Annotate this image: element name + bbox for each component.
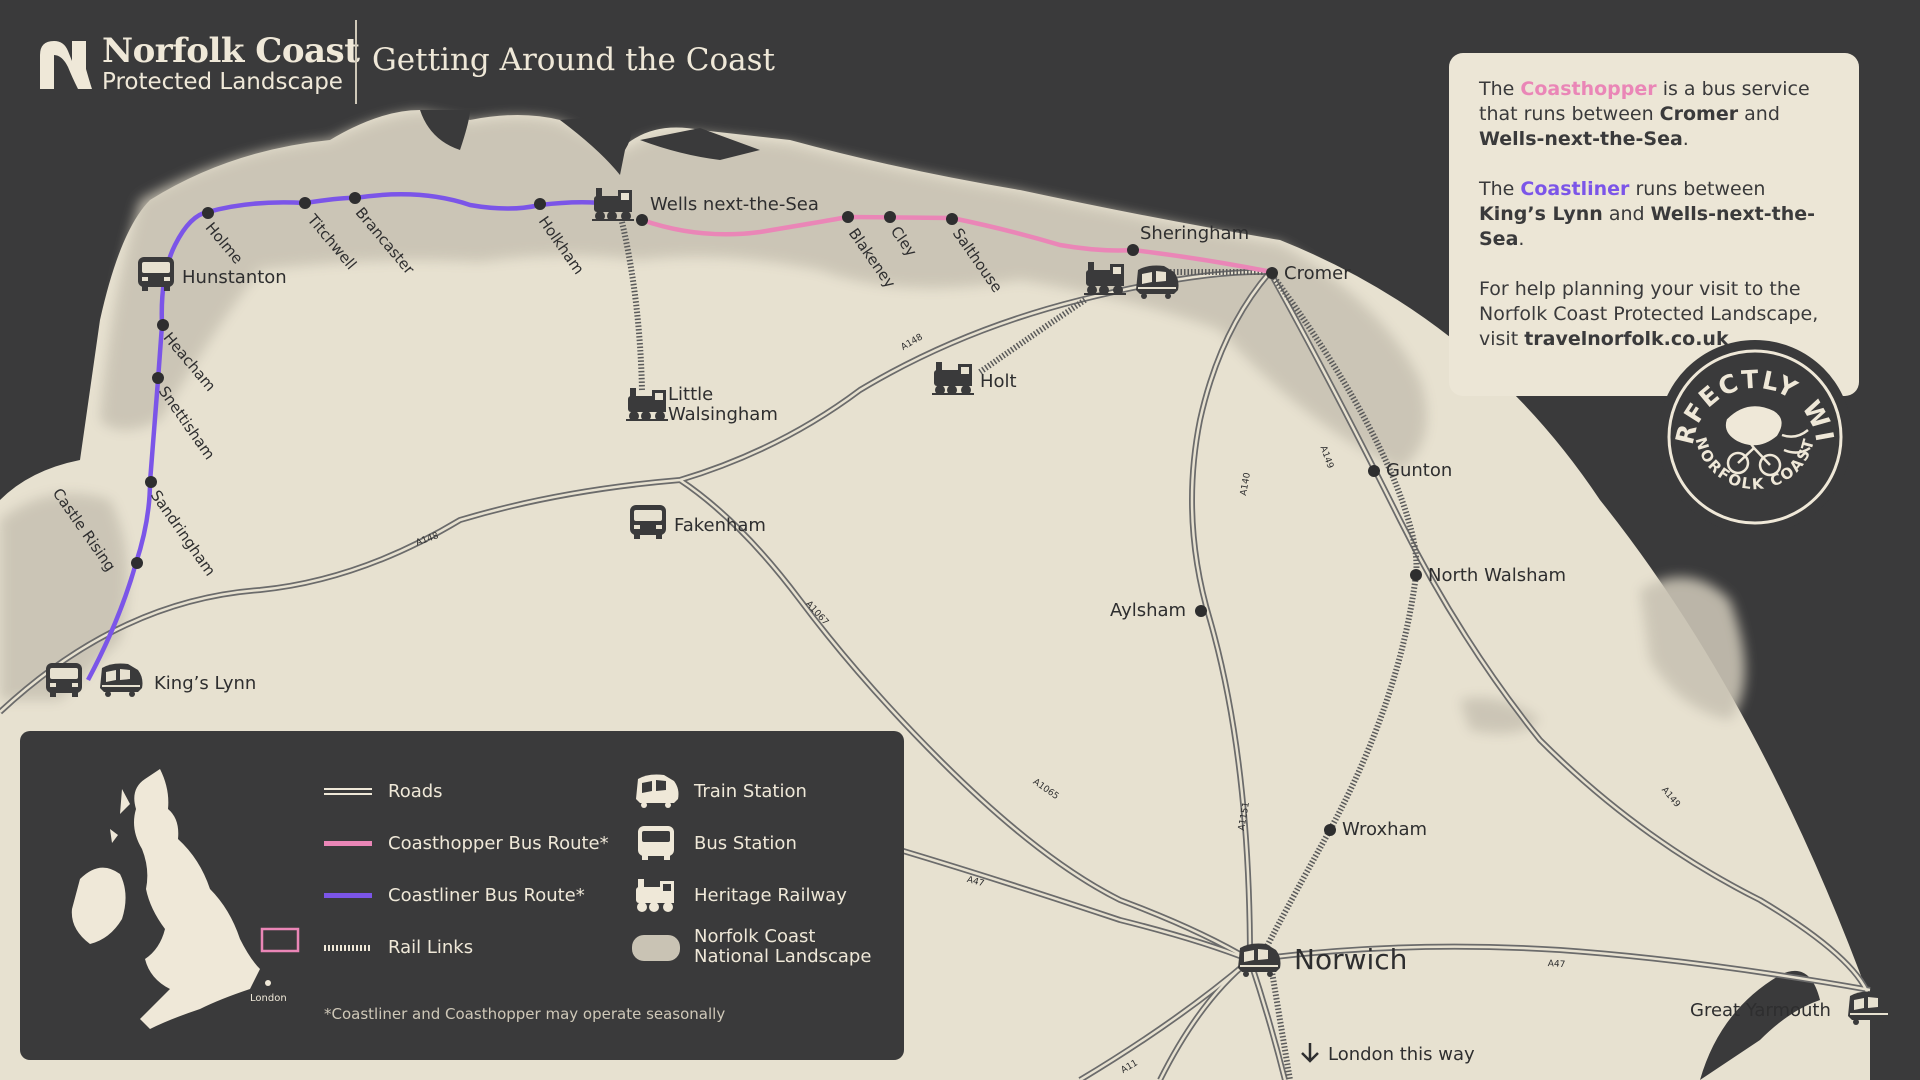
fakenham-bus-station-icon xyxy=(630,505,666,539)
roads xyxy=(0,268,1873,1080)
heritage-railway-icon xyxy=(636,879,674,912)
place-gunton[interactable]: Gunton xyxy=(1386,460,1453,481)
perfectly-wild-badge: PERFECTLY WILD NORFOLK COAST xyxy=(1647,317,1852,534)
place-wroxham[interactable]: Wroxham xyxy=(1342,819,1428,840)
coasthopper-name: Coasthopper xyxy=(1520,78,1657,100)
place-kings-lynn[interactable]: King’s Lynn xyxy=(154,673,257,694)
fish-cyclist-icon xyxy=(1725,406,1811,477)
place-cromer[interactable]: Cromer xyxy=(1284,263,1351,284)
great-yarmouth-train-station-icon xyxy=(1848,991,1891,1025)
info-help-paragraph: For help planning your visit to the Norf… xyxy=(1479,278,1819,350)
bus-station-icon xyxy=(638,826,674,860)
place-fakenham[interactable]: Fakenham xyxy=(674,515,766,536)
legend-national-landscape: Norfolk Coast National Landscape xyxy=(630,927,871,967)
down-arrow-icon xyxy=(1301,1043,1319,1063)
info-coastliner-paragraph: The Coastliner runs between King’s Lynn … xyxy=(1479,178,1816,250)
page-title: Getting Around the Coast xyxy=(372,42,775,78)
protected-landscape xyxy=(0,112,1745,734)
train-station-icon xyxy=(636,774,679,808)
road-a47-east: A47 xyxy=(1547,959,1566,971)
place-great-yarmouth[interactable]: Great Yarmouth xyxy=(1690,1000,1831,1021)
legend-train-station: Train Station xyxy=(630,771,807,811)
legend-note: *Coastliner and Coasthopper may operate … xyxy=(324,1005,726,1023)
place-hunstanton[interactable]: Hunstanton xyxy=(182,267,287,288)
kings-lynn-bus-station-icon xyxy=(46,663,82,697)
legend-heritage-railway: Heritage Railway xyxy=(630,875,847,915)
logo[interactable]: Norfolk Coast Protected Landscape xyxy=(38,31,360,95)
place-sheringham[interactable]: Sheringham xyxy=(1140,223,1250,244)
place-north-walsham[interactable]: North Walsham xyxy=(1428,565,1567,586)
national-landscape-swatch xyxy=(632,935,680,961)
rail-links xyxy=(619,221,1420,1080)
london-this-way: London this way xyxy=(1328,1044,1475,1065)
legend: London Roads Coasthopper Bus Route* Coas… xyxy=(20,731,904,1060)
logo-title: Norfolk Coast xyxy=(102,31,360,71)
place-holt[interactable]: Holt xyxy=(980,371,1017,392)
legend-bus-station: Bus Station xyxy=(630,823,797,863)
place-little-walsingham-1[interactable]: Little xyxy=(668,384,714,405)
header-divider xyxy=(355,20,357,104)
place-wells[interactable]: Wells next-the-Sea xyxy=(650,194,819,215)
inset-london-label: London xyxy=(250,993,287,1004)
logo-mark-icon xyxy=(40,41,92,89)
logo-subtitle: Protected Landscape xyxy=(102,69,343,95)
coasthopper-swatch xyxy=(324,841,372,846)
legend-coastliner: Coastliner Bus Route* xyxy=(324,885,585,906)
place-norwich[interactable]: Norwich xyxy=(1294,943,1408,976)
uk-inset-map: London xyxy=(71,769,300,1029)
place-aylsham[interactable]: Aylsham xyxy=(1110,600,1187,621)
info-card: The Coasthopper is a bus service that ru… xyxy=(1449,53,1859,396)
legend-roads: Roads xyxy=(324,781,443,802)
rail-swatch xyxy=(324,944,372,951)
roads-swatch xyxy=(324,788,372,795)
coasthopper-route xyxy=(641,214,1273,275)
place-little-walsingham-2[interactable]: Walsingham xyxy=(668,404,778,425)
legend-coasthopper: Coasthopper Bus Route* xyxy=(324,833,609,854)
coastliner-name: Coastliner xyxy=(1520,178,1630,200)
hunstanton-bus-station-icon xyxy=(138,257,174,291)
legend-rail: Rail Links xyxy=(324,937,473,958)
coastliner-swatch xyxy=(324,893,372,898)
travelnorfolk-link[interactable]: travelnorfolk.co.uk xyxy=(1524,328,1729,350)
info-coasthopper-paragraph: The Coasthopper is a bus service that ru… xyxy=(1479,78,1810,150)
coastliner-route xyxy=(86,192,613,682)
